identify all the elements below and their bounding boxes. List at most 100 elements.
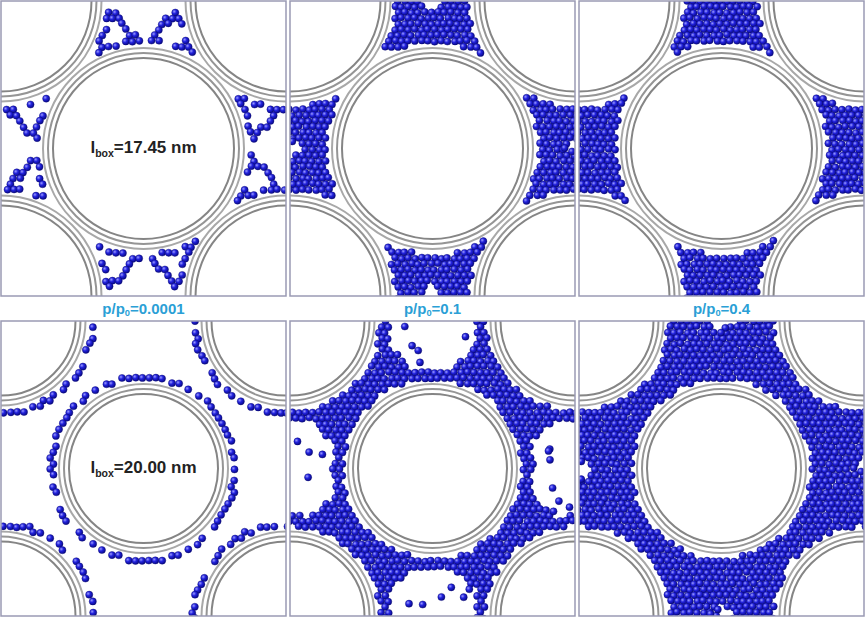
nanotube-wall xyxy=(196,206,287,297)
nanotube-wall xyxy=(1,537,81,617)
adsorbate-molecule xyxy=(681,345,688,352)
gas-molecule xyxy=(462,333,469,340)
nanotube-wall xyxy=(337,53,528,244)
gas-molecule xyxy=(290,138,296,145)
adsorbate-molecule xyxy=(556,415,563,422)
nanotube-wall xyxy=(579,1,670,92)
adsorbate-molecule xyxy=(540,523,547,530)
adsorbate-molecule xyxy=(119,250,126,257)
adsorbate-molecule xyxy=(500,409,507,416)
adsorbate-molecule xyxy=(447,375,454,382)
adsorbate-molecule xyxy=(231,477,238,484)
adsorbate-molecule xyxy=(444,38,451,45)
adsorbate-molecule xyxy=(7,409,14,416)
adsorbate-molecule xyxy=(693,322,700,329)
nanotube-wall xyxy=(332,48,533,249)
gas-molecule xyxy=(415,347,422,354)
adsorbate-molecule xyxy=(687,380,694,387)
adsorbate-molecule xyxy=(398,380,405,387)
nanotube-wall xyxy=(196,1,287,92)
nanotube-wall xyxy=(202,532,287,617)
adsorbate-molecule xyxy=(250,192,257,199)
nanotube-wall xyxy=(207,321,287,401)
gas-molecule xyxy=(319,451,326,458)
nanotube-core xyxy=(290,321,376,407)
adsorbate-molecule xyxy=(293,187,300,194)
adsorbate-molecule xyxy=(836,134,843,141)
nanotube-wall xyxy=(358,394,507,543)
nanotube-wall xyxy=(290,1,386,97)
adsorbate-molecule xyxy=(673,368,680,375)
adsorbate-molecule xyxy=(483,391,490,398)
adsorbate-molecule xyxy=(195,392,202,399)
adsorbate-molecule xyxy=(388,43,395,50)
adsorbate-molecule xyxy=(218,546,225,553)
nanotube-wall xyxy=(186,196,287,297)
nanotube-wall xyxy=(48,53,239,244)
nanotube-wall xyxy=(348,384,517,553)
adsorbate-molecule xyxy=(845,186,852,193)
adsorbate-molecule xyxy=(201,574,208,581)
adsorbate-molecule xyxy=(858,187,864,194)
adsorbate-molecule xyxy=(14,408,21,415)
adsorbate-molecule xyxy=(457,380,464,387)
nanotube-wall xyxy=(290,532,375,617)
adsorbate-molecule xyxy=(328,192,335,199)
adsorbate-molecule xyxy=(368,557,375,564)
adsorbate-molecule xyxy=(263,524,270,531)
panel-border xyxy=(1,321,286,616)
nanotube-wall xyxy=(774,206,865,297)
adsorbate-molecule xyxy=(622,197,629,204)
gas-molecule xyxy=(405,600,412,607)
adsorbate-molecule xyxy=(271,523,278,530)
adsorbate-molecule xyxy=(463,289,470,296)
nanotube-wall xyxy=(480,1,576,97)
adsorbate-molecule xyxy=(601,187,608,194)
adsorbate-molecule xyxy=(614,106,621,113)
nanotube-wall xyxy=(191,1,287,97)
nanotube-wall xyxy=(1,196,102,297)
nanotube-wall xyxy=(186,1,287,102)
adsorbate-molecule xyxy=(155,265,162,272)
adsorbate-molecule xyxy=(146,374,153,381)
adsorbate-molecule xyxy=(730,20,737,27)
adsorbate-molecule xyxy=(584,111,591,118)
adsorbate-molecule xyxy=(82,346,89,353)
adsorbate-molecule xyxy=(753,381,760,388)
gas-molecule xyxy=(566,504,573,511)
nanotube-wall xyxy=(769,1,865,97)
adsorbate-molecule xyxy=(437,563,444,570)
adsorbate-molecule xyxy=(720,3,727,10)
nanotube-core xyxy=(201,321,287,407)
adsorbate-molecule xyxy=(139,374,146,381)
nanotube-core xyxy=(1,531,87,617)
nanotube-core xyxy=(201,531,287,617)
panel-content xyxy=(579,1,864,296)
nanotube-core xyxy=(490,531,576,617)
adsorbate-molecule xyxy=(158,375,165,382)
adsorbate-molecule xyxy=(244,112,251,119)
adsorbate-molecule xyxy=(211,523,218,530)
nanotube-wall xyxy=(1,206,92,297)
adsorbate-molecule xyxy=(533,432,540,439)
adsorbate-molecule xyxy=(674,49,681,56)
gas-molecule xyxy=(568,148,575,155)
adsorbate-molecule xyxy=(122,38,129,45)
adsorbate-molecule xyxy=(687,277,694,284)
adsorbate-molecule xyxy=(268,174,275,181)
adsorbate-molecule xyxy=(526,443,533,450)
nanotube-core xyxy=(1,1,103,103)
adsorbate-molecule xyxy=(447,31,454,38)
adsorbate-molecule xyxy=(546,134,553,141)
adsorbate-molecule xyxy=(95,49,102,56)
adsorbate-molecule xyxy=(391,380,398,387)
adsorbate-molecule xyxy=(418,369,425,376)
nanotube-core xyxy=(1,321,87,407)
adsorbate-molecule xyxy=(325,174,332,181)
adsorbate-molecule xyxy=(1,409,7,416)
adsorbate-molecule xyxy=(693,345,700,352)
nanotube-wall xyxy=(59,384,228,553)
adsorbate-molecule xyxy=(82,575,89,582)
nanotube-wall xyxy=(769,201,865,297)
adsorbate-molecule xyxy=(238,535,245,542)
